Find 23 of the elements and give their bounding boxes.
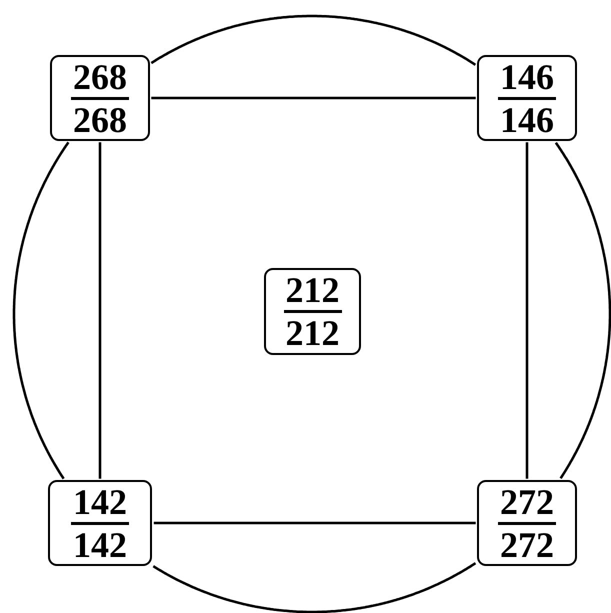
numerator: 212 [284, 272, 342, 313]
circle-arc [12, 142, 70, 480]
circle-arc [554, 142, 611, 479]
circle-arc [150, 14, 476, 66]
circle-arc [152, 562, 476, 613]
connector-line [526, 142, 528, 479]
fraction-box [50, 55, 150, 141]
numerator: 146 [498, 58, 556, 100]
fraction-box [264, 268, 361, 355]
numerator: 142 [71, 484, 129, 524]
connector-line [151, 96, 476, 100]
fraction-box [477, 55, 577, 141]
numerator: 268 [71, 58, 129, 100]
numerator: 272 [498, 484, 556, 524]
denominator: 146 [499, 100, 555, 138]
fraction-box [48, 480, 152, 566]
connector-line [98, 142, 102, 479]
connector-line [154, 522, 476, 524]
denominator: 272 [499, 524, 555, 562]
denominator: 212 [284, 313, 340, 351]
fraction-box [477, 480, 577, 566]
denominator: 142 [72, 524, 128, 562]
denominator: 268 [72, 100, 128, 138]
